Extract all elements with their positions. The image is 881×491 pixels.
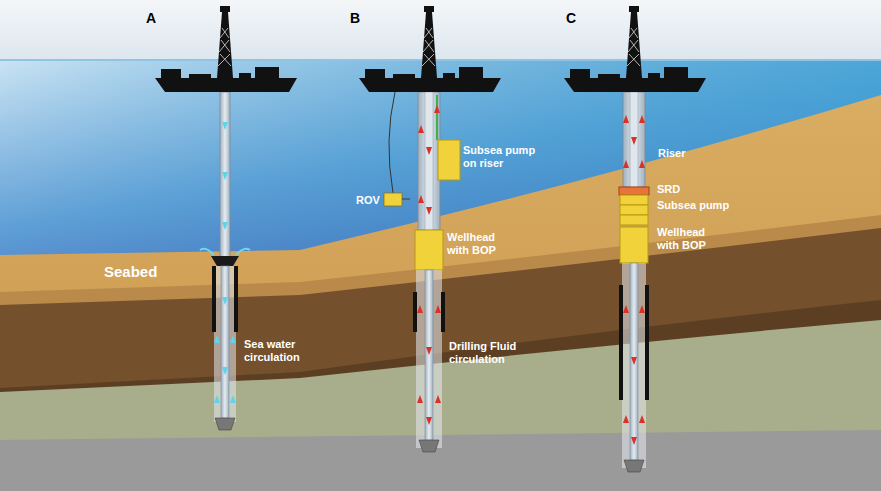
- drill-ship: [359, 6, 501, 92]
- part-label: Subsea pump on riser: [463, 144, 545, 170]
- well-a: [200, 92, 250, 430]
- part-label: Wellhead with BOP: [447, 231, 511, 257]
- well-b: [384, 92, 460, 452]
- panel-letter: B: [350, 10, 380, 27]
- well-c: [619, 92, 649, 472]
- part-label: Wellhead with BOP: [657, 226, 721, 252]
- drill-ship: [155, 6, 297, 92]
- drill-ship: [564, 6, 706, 92]
- part-label: SRD: [657, 183, 717, 196]
- part-label: Subsea pump: [657, 199, 747, 212]
- panel-letter: A: [146, 10, 176, 27]
- flow-label: Drilling Fluid circulation: [449, 340, 539, 366]
- panel-letter: C: [566, 10, 596, 27]
- part-label: Riser: [658, 147, 718, 160]
- flow-label: Sea water circulation: [244, 338, 316, 364]
- layer-label: Seabed: [104, 263, 184, 281]
- part-label: ROV: [356, 194, 382, 207]
